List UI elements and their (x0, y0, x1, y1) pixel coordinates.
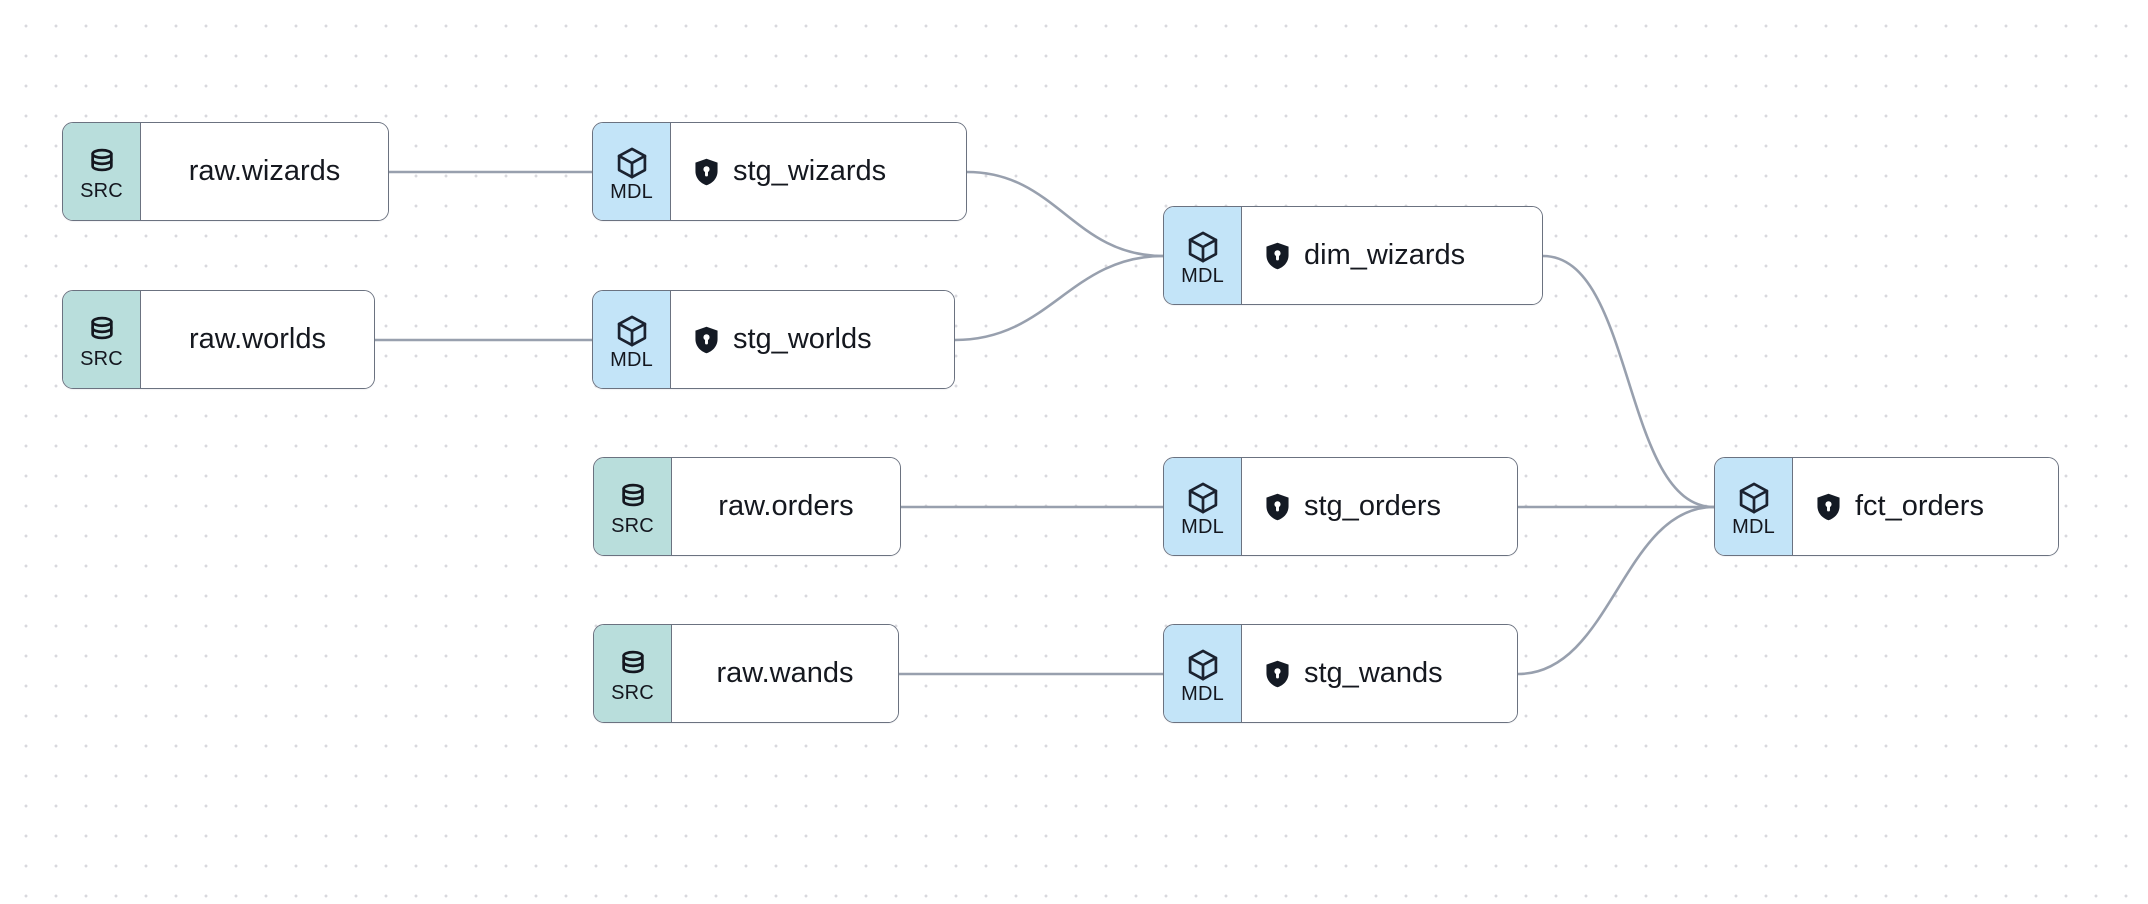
node-type-label: MDL (610, 349, 653, 371)
node-type-label: SRC (80, 348, 123, 370)
database-icon (85, 146, 119, 180)
node-type-label: SRC (611, 515, 654, 537)
node-dim_wizards[interactable]: MDL dim_wizards (1163, 206, 1543, 305)
node-label: stg_worlds (733, 323, 872, 355)
node-type-badge-mdl: MDL (1164, 458, 1242, 555)
cube-icon (1185, 480, 1221, 516)
node-body: raw.wands (672, 625, 898, 722)
node-type-badge-mdl: MDL (593, 291, 671, 388)
node-type-badge-mdl: MDL (593, 123, 671, 220)
node-type-label: MDL (1181, 265, 1224, 287)
node-body: fct_orders (1793, 458, 2058, 555)
node-stg_orders[interactable]: MDL stg_orders (1163, 457, 1518, 556)
node-type-badge-src: SRC (63, 291, 141, 388)
node-type-label: MDL (1181, 516, 1224, 538)
edge-dim_wizards-to-fct_orders[interactable] (1541, 254, 1716, 509)
node-stg_worlds[interactable]: MDL stg_worlds (592, 290, 955, 389)
node-type-label: SRC (80, 180, 123, 202)
node-stg_wands[interactable]: MDL stg_wands (1163, 624, 1518, 723)
node-body: raw.orders (672, 458, 900, 555)
node-raw_wands[interactable]: SRC raw.wands (593, 624, 899, 723)
shield-lock-icon (1264, 492, 1291, 522)
database-icon (616, 648, 650, 682)
shield-lock-icon (1264, 659, 1291, 689)
database-icon (616, 481, 650, 515)
node-type-badge-mdl: MDL (1164, 625, 1242, 722)
node-label: stg_wands (1304, 657, 1443, 689)
node-body: stg_worlds (671, 291, 954, 388)
cube-icon (1185, 647, 1221, 683)
node-raw_worlds[interactable]: SRC raw.worlds (62, 290, 375, 389)
shield-lock-icon (1264, 241, 1291, 271)
node-raw_orders[interactable]: SRC raw.orders (593, 457, 901, 556)
node-stg_wizards[interactable]: MDL stg_wizards (592, 122, 967, 221)
node-type-badge-mdl: MDL (1715, 458, 1793, 555)
node-body: raw.worlds (141, 291, 374, 388)
node-body: stg_wizards (671, 123, 966, 220)
node-body: stg_wands (1242, 625, 1517, 722)
node-type-label: MDL (610, 181, 653, 203)
node-label: raw.orders (718, 490, 854, 522)
shield-lock-icon (693, 157, 720, 187)
database-icon (85, 314, 119, 348)
cube-icon (614, 145, 650, 181)
edge-stg_wands-to-fct_orders[interactable] (1516, 505, 1716, 676)
node-label: dim_wizards (1304, 239, 1466, 271)
node-label: stg_wizards (733, 155, 887, 187)
node-type-badge-src: SRC (63, 123, 141, 220)
edge-stg_wizards-to-dim_wizards[interactable] (965, 170, 1165, 258)
cube-icon (1185, 229, 1221, 265)
node-type-badge-src: SRC (594, 625, 672, 722)
node-label: raw.wands (716, 657, 854, 689)
shield-lock-icon (693, 325, 720, 355)
node-type-badge-src: SRC (594, 458, 672, 555)
node-label: raw.wizards (188, 155, 341, 187)
node-type-badge-mdl: MDL (1164, 207, 1242, 304)
edge-stg_worlds-to-dim_wizards[interactable] (953, 254, 1165, 342)
node-fct_orders[interactable]: MDL fct_orders (1714, 457, 2059, 556)
shield-lock-icon (1815, 492, 1842, 522)
node-body: stg_orders (1242, 458, 1517, 555)
node-label: stg_orders (1304, 490, 1442, 522)
node-raw_wizards[interactable]: SRC raw.wizards (62, 122, 389, 221)
node-label: raw.worlds (189, 323, 326, 355)
node-label: fct_orders (1855, 490, 1984, 522)
node-body: dim_wizards (1242, 207, 1542, 304)
node-type-label: MDL (1181, 683, 1224, 705)
node-type-label: MDL (1732, 516, 1775, 538)
cube-icon (1736, 480, 1772, 516)
cube-icon (614, 313, 650, 349)
node-body: raw.wizards (141, 123, 388, 220)
node-type-label: SRC (611, 682, 654, 704)
